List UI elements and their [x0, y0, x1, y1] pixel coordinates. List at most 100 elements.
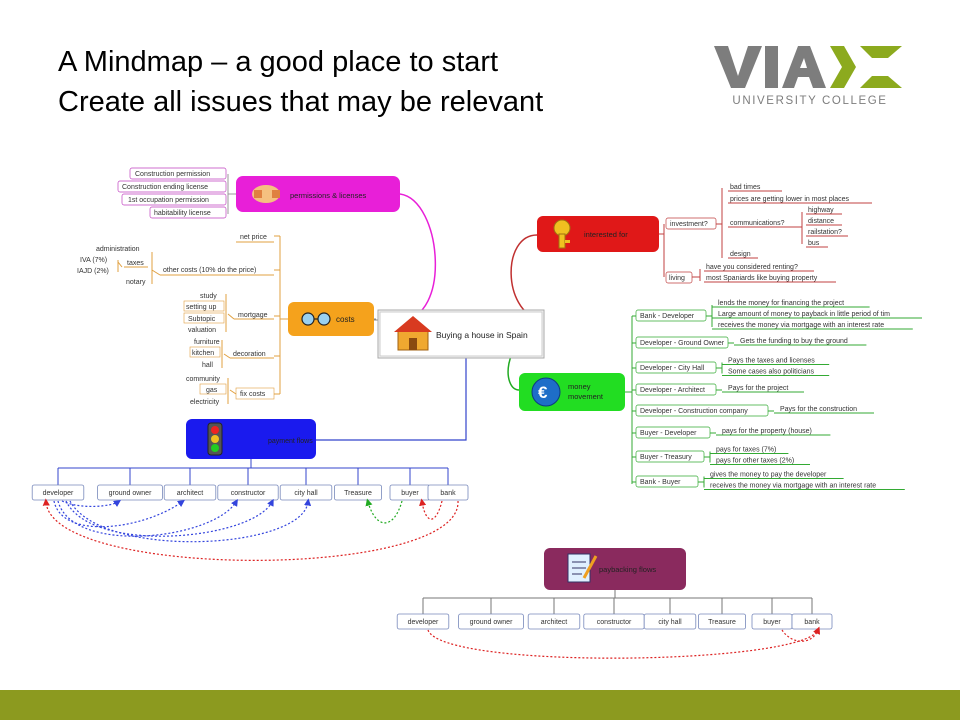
mortgage-node[interactable]: mortgage — [234, 312, 274, 320]
money-row[interactable]: Developer - Ground Owner Gets the funding… — [632, 336, 867, 349]
actor-label: ground owner — [109, 490, 152, 497]
money-note-label: Pays for the construction — [780, 406, 857, 413]
mortgage-item[interactable]: study — [200, 293, 217, 300]
money-note[interactable]: Gets the funding to buy the ground — [734, 338, 867, 346]
euro-icon: € — [531, 377, 561, 407]
permission-item[interactable]: habitability license — [149, 206, 227, 219]
money-row-label: Developer - Ground Owner — [640, 340, 725, 347]
actor-node[interactable]: ground owner — [458, 598, 524, 630]
communications-node[interactable]: communications? — [728, 220, 796, 228]
money-note-label: lends the money for financing the projec… — [718, 300, 844, 307]
notary-node[interactable]: notary — [126, 279, 146, 286]
payment-node[interactable]: payment flows — [186, 419, 316, 459]
decoration-item[interactable]: hall — [202, 362, 213, 369]
prices-lower-node[interactable]: prices are getting lower in most places — [728, 196, 872, 204]
mindmap: Buying a house in Spain permissions & li… — [22, 160, 922, 672]
comm-item[interactable]: bus — [806, 240, 828, 248]
money-row[interactable]: Bank - Buyer gives the money to pay the d… — [632, 472, 905, 490]
actor-node[interactable]: bank — [791, 598, 833, 630]
actor-node[interactable]: bank — [427, 468, 469, 501]
permission-item[interactable]: Construction permission — [129, 167, 227, 180]
living-node[interactable]: living — [665, 271, 693, 284]
actor-label: buyer — [401, 490, 419, 497]
actor-node[interactable]: architect — [527, 598, 581, 630]
money-row-label: Bank - Buyer — [640, 479, 681, 486]
fix-item[interactable]: community — [186, 376, 220, 383]
decoration-node[interactable]: decoration — [230, 351, 274, 359]
spaniards-node[interactable]: most Spaniards like buying property — [704, 275, 836, 283]
comm-item-label: bus — [808, 240, 820, 247]
design-node[interactable]: design — [728, 251, 758, 259]
decoration-item[interactable]: furniture — [194, 339, 220, 346]
mortgage-label: mortgage — [238, 312, 268, 319]
fix-costs-node[interactable]: fix costs — [235, 387, 275, 400]
actor-label: developer — [43, 490, 74, 497]
center-node[interactable]: Buying a house in Spain — [377, 309, 545, 359]
money-note[interactable]: pays for the property (house) — [716, 428, 831, 436]
costs-label: costs — [336, 315, 355, 324]
glasses-icon — [301, 312, 331, 326]
money-note[interactable]: Pays for the project — [722, 385, 804, 393]
fix-item[interactable]: electricity — [190, 399, 220, 406]
permissions-node[interactable]: permissions & licenses — [236, 176, 400, 212]
money-note[interactable]: receives the money via mortgage with an … — [704, 483, 905, 490]
actor-node[interactable]: buyer — [389, 468, 431, 501]
money-note[interactable]: pays for taxes (7%) — [710, 447, 789, 454]
actor-node[interactable]: developer — [31, 468, 85, 501]
money-note[interactable]: receives the money via mortgage with an … — [712, 322, 913, 330]
money-note[interactable]: Some cases also politicians — [722, 369, 830, 376]
permission-item-label: 1st occupation permission — [128, 197, 209, 204]
comm-item[interactable]: railstation? — [806, 229, 848, 237]
actor-node[interactable]: city hall — [279, 468, 333, 501]
administration-node[interactable]: administration — [96, 246, 140, 253]
iajd-node[interactable]: IAJD (2%) — [77, 268, 109, 275]
payback-node[interactable]: paybacking flows — [544, 548, 686, 590]
actor-node[interactable]: Treasure — [333, 468, 382, 501]
money-note[interactable]: pays for other taxes (2%) — [710, 458, 810, 465]
money-note[interactable]: Pays for the construction — [774, 406, 874, 414]
permission-item[interactable]: 1st occupation permission — [121, 193, 227, 206]
actor-node[interactable]: constructor — [217, 468, 279, 501]
actor-node[interactable]: ground owner — [97, 468, 163, 501]
handshake-icon — [252, 185, 280, 203]
actor-node[interactable]: architect — [163, 468, 217, 501]
interested-node[interactable]: interested for — [537, 216, 659, 252]
money-note[interactable]: gives the money to pay the developer — [704, 472, 844, 479]
decoration-item[interactable]: kitchen — [189, 346, 221, 358]
actor-node[interactable]: constructor — [583, 598, 645, 630]
money-note[interactable]: lends the money for financing the projec… — [712, 300, 870, 308]
notepad-icon — [567, 553, 598, 583]
actor-node[interactable]: city hall — [643, 598, 697, 630]
comm-item-label: highway — [808, 207, 834, 214]
renting-node[interactable]: have you considered renting? — [704, 264, 814, 272]
actor-node[interactable]: developer — [396, 598, 450, 630]
actor-node[interactable]: Treasure — [698, 598, 747, 630]
actor-node[interactable]: buyer — [751, 598, 793, 630]
investment-node[interactable]: investment? — [665, 217, 717, 230]
taxes-node[interactable]: taxes — [124, 260, 148, 268]
mortgage-item-label: study — [200, 293, 217, 300]
costs-node[interactable]: costs — [288, 302, 374, 336]
permission-item[interactable]: Construction ending license — [117, 180, 227, 193]
comm-item[interactable]: distance — [806, 218, 842, 226]
money-note[interactable]: Large amount of money to payback in litt… — [712, 311, 922, 319]
fix-item[interactable]: gas — [199, 383, 227, 395]
mortgage-item[interactable]: setting up — [183, 300, 225, 312]
mortgage-item[interactable]: Subtopic — [183, 312, 225, 324]
bad-times-node[interactable]: bad times — [728, 184, 782, 192]
comm-item[interactable]: highway — [806, 207, 842, 215]
other-costs-node[interactable]: other costs (10% do the price) — [160, 267, 274, 276]
mortgage-item[interactable]: valuation — [188, 327, 216, 334]
money-note[interactable]: Pays the taxes and licenses — [722, 358, 830, 365]
net-price-node[interactable]: net price — [236, 234, 274, 243]
money-note-label: pays for taxes (7%) — [716, 447, 776, 454]
money-note-label: Pays the taxes and licenses — [728, 358, 815, 365]
money-node[interactable]: € money movement — [519, 373, 625, 411]
iva-node[interactable]: IVA (7%) — [80, 257, 107, 264]
